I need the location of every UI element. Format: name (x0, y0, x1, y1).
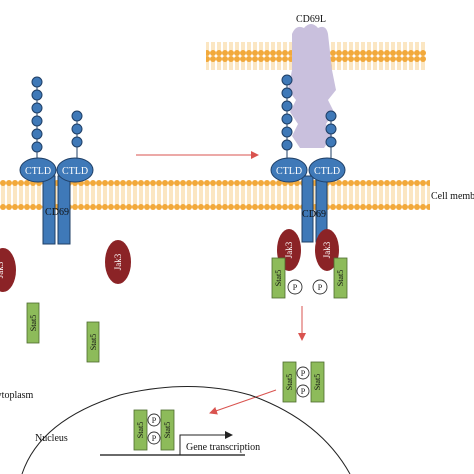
jak3-left-edge: Jak3 (0, 248, 16, 292)
jak3-label-right-1: Jak3 (284, 241, 294, 258)
cd69-label-right: CD69 (302, 209, 326, 220)
stat5-label-dimer-1: Stat5 (285, 374, 294, 390)
nucleus-label: Nucleus (35, 433, 68, 444)
stat5-left-2: Stat5 (86, 321, 100, 363)
phospho-label-nucleus-1: P (152, 416, 157, 425)
cd69-receptor-right: CTLD CTLD CD69 (270, 74, 346, 243)
bead-chain-left-1 (31, 76, 43, 158)
ctld-domain-right-1 (270, 157, 308, 183)
jak3-label-left-edge: Jak3 (0, 261, 5, 278)
stat5-label-nucleus-1: Stat5 (136, 422, 145, 438)
cd69-receptor-left: CTLD CTLD CD69 (19, 76, 94, 245)
cd69l-label: CD69L (296, 14, 326, 25)
phospho-label-receptor-2: P (318, 283, 323, 292)
phospho-receptor-1: P (287, 279, 303, 295)
stat5-dimer-cytoplasm: Stat5 Stat5 P P (282, 361, 325, 403)
main-cell-membrane (0, 180, 430, 210)
cd69-label-left: CD69 (45, 207, 69, 218)
ctld-label-left-1: CTLD (25, 166, 51, 177)
stat5-label-dimer-2: Stat5 (313, 374, 322, 390)
ctld-label-right-2: CTLD (314, 166, 340, 177)
bead-chain-right-1 (281, 74, 293, 158)
stat5-label-nucleus-2: Stat5 (163, 422, 172, 438)
jak3-label-left: Jak3 (113, 253, 123, 270)
stat5-dimer-nucleus: Stat5 Stat5 P P (133, 409, 175, 451)
transcription-arrow (179, 431, 233, 455)
gene-transcription-label: Gene transcription (186, 442, 260, 453)
phospho-label-receptor-1: P (293, 283, 298, 292)
stat5-label-receptor-2: Stat5 (336, 270, 345, 286)
jak3-label-right-2: Jak3 (322, 241, 332, 258)
stat5-receptor-1: Stat5 (271, 257, 286, 299)
cell-membrane-label: Cell membrane (431, 191, 474, 202)
nuclear-translocation-arrow (209, 389, 277, 415)
ctld-label-right-1: CTLD (276, 166, 302, 177)
jak3-right-2: Jak3 (315, 229, 339, 271)
cd69-stalk-right-1 (301, 175, 314, 243)
cytoplasm-label: Cytoplasm (0, 390, 34, 401)
stat5-label-receptor-1: Stat5 (274, 270, 283, 286)
stat5-receptor-2: Stat5 (333, 257, 348, 299)
ctld-label-left-2: CTLD (62, 166, 88, 177)
stat5-left-1: Stat5 (26, 302, 40, 344)
ctld-domain-left-2 (56, 157, 94, 183)
stat5-label-left-2: Stat5 (89, 334, 98, 350)
stat5-label-left-1: Stat5 (29, 315, 38, 331)
phospho-receptor-2: P (312, 279, 328, 295)
phospho-label-dimer-2: P (301, 387, 306, 396)
bead-chain-left-2 (71, 110, 83, 158)
cd69l-ligand: CD69L (288, 14, 336, 148)
phospho-label-nucleus-2: P (152, 434, 157, 443)
ctld-domain-right-2 (308, 157, 346, 183)
bead-chain-right-2 (325, 110, 337, 158)
ctld-domain-left-1 (19, 157, 57, 183)
phospho-label-dimer-1: P (301, 369, 306, 378)
jak3-left: Jak3 (105, 240, 131, 284)
nuclear-envelope (21, 386, 351, 474)
